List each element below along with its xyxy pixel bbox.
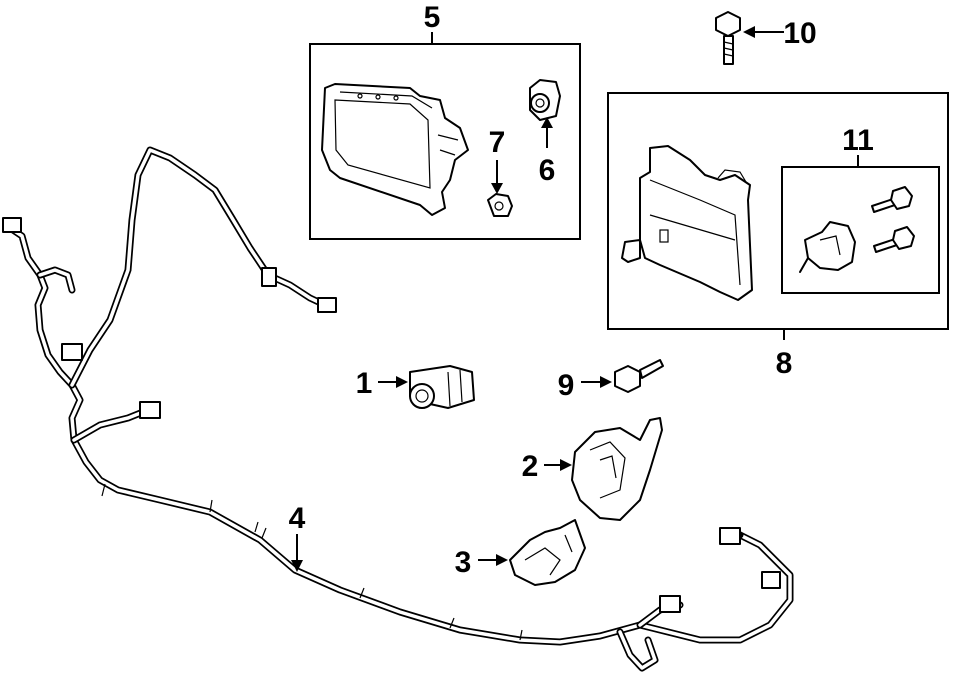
sensor-part-2: [571, 417, 663, 521]
callout-6: 6: [539, 154, 556, 187]
callout-5: 5: [424, 1, 441, 34]
box-bracket-assembly: [607, 92, 949, 330]
hardware-bolt-b: [873, 226, 915, 253]
hardware-clip: [799, 221, 856, 273]
bolt-part-10: [715, 11, 741, 65]
connector-left-low: [139, 401, 161, 419]
callout-8: 8: [776, 347, 793, 380]
sensor-part-1: [409, 365, 475, 409]
box-hardware-kit: [781, 166, 940, 294]
callout-9: 9: [558, 369, 575, 402]
connector-right-clip: [761, 571, 781, 589]
callout-3: 3: [455, 546, 472, 579]
grommet-part-6: [529, 79, 561, 121]
box-module-assembly: [309, 43, 581, 240]
leader-lines: [291, 26, 859, 572]
bolt-part-9: [614, 359, 664, 393]
connector-right-end: [719, 527, 741, 545]
callout-2: 2: [522, 450, 539, 483]
hardware-bolt-a: [871, 186, 913, 213]
callout-10: 10: [783, 17, 816, 50]
bracket-part-3: [509, 519, 586, 586]
connector-left-mid: [61, 343, 83, 361]
connector-left-top: [2, 217, 22, 233]
callout-4: 4: [289, 502, 306, 535]
control-module: [321, 83, 469, 216]
connector-right-mid: [659, 595, 681, 613]
wiring-harness: [2, 146, 794, 672]
callout-11: 11: [842, 124, 874, 157]
nut-part-7: [487, 193, 513, 217]
callout-7: 7: [489, 126, 506, 159]
callout-1: 1: [356, 367, 373, 400]
connector-top-right: [317, 297, 337, 313]
connector-clip: [261, 267, 277, 287]
mounting-bracket: [621, 145, 753, 301]
